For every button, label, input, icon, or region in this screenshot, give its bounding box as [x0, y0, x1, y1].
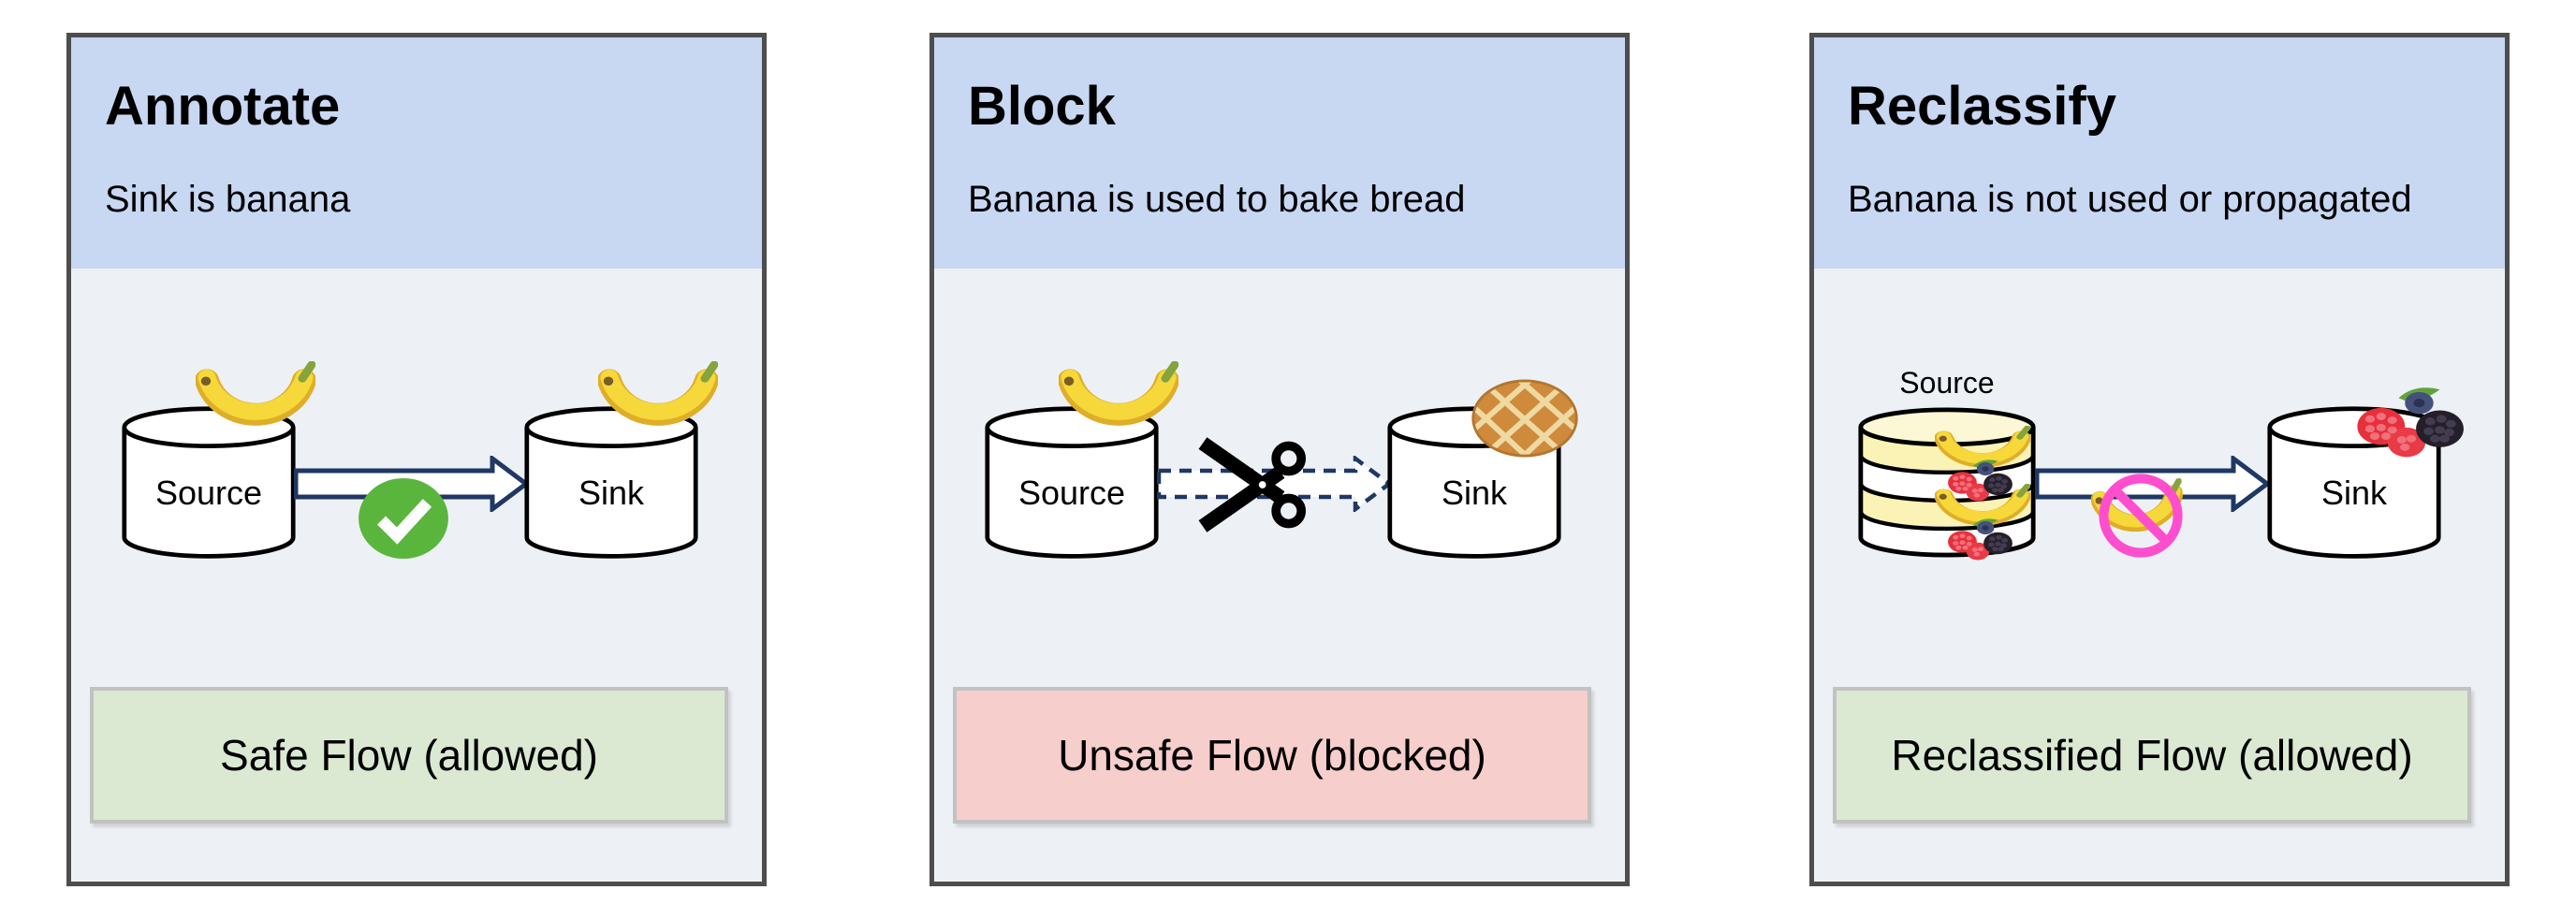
- sink-label: Sink: [1441, 474, 1508, 512]
- result-label: Unsafe Flow (blocked): [1058, 731, 1486, 780]
- panel-body: Source: [934, 269, 1625, 882]
- banana-icon: [598, 361, 718, 426]
- panel-title: Reclassify: [1848, 76, 2116, 137]
- check-icon: [359, 477, 448, 560]
- result-box: Unsafe Flow (blocked): [953, 687, 1591, 824]
- result-label: Reclassified Flow (allowed): [1891, 731, 2413, 780]
- panel-subtitle: Banana is used to bake bread: [968, 178, 1466, 220]
- card-block: Block Banana is used to bake bread Sourc…: [929, 33, 1630, 886]
- result-label: Safe Flow (allowed): [220, 731, 598, 780]
- card-annotate: Annotate Sink is banana Source: [66, 33, 767, 886]
- source-label: Source: [154, 474, 263, 512]
- berries-icon: [2357, 387, 2464, 458]
- source-label: Source: [1899, 366, 1995, 400]
- source-cylinder: Source: [983, 404, 1161, 562]
- no-banana-icon: [2099, 474, 2183, 558]
- sink-label: Sink: [2320, 474, 2388, 512]
- card-reclassify: Reclassify Banana is not used or propaga…: [1809, 33, 2510, 886]
- panel-title: Annotate: [105, 76, 341, 137]
- berries-icon: [1948, 460, 2012, 502]
- source-label: Source: [1017, 474, 1126, 512]
- scissors-icon: [1198, 437, 1307, 532]
- banana-icon: [196, 361, 315, 426]
- panel-subtitle: Banana is not used or propagated: [1848, 178, 2412, 220]
- panel-header: Block Banana is used to bake bread: [934, 37, 1625, 269]
- bread-icon: [1471, 379, 1578, 458]
- panel-title: Block: [968, 76, 1116, 137]
- panel-header: Annotate Sink is banana: [71, 37, 762, 269]
- panel-subtitle: Sink is banana: [105, 178, 351, 220]
- panel-body: Source: [1814, 269, 2505, 882]
- result-box: Safe Flow (allowed): [90, 687, 728, 824]
- berries-icon: [1948, 518, 2012, 561]
- banana-icon: [1059, 361, 1178, 426]
- result-box: Reclassified Flow (allowed): [1833, 687, 2471, 824]
- panel-body: Source Sink: [71, 269, 762, 882]
- banana-icon: [1935, 484, 2030, 526]
- database-cylinder-icon: [122, 406, 296, 559]
- banana-icon: [1935, 426, 2030, 468]
- sink-label: Sink: [578, 474, 645, 512]
- source-cylinder: Source: [120, 404, 298, 562]
- panel-header: Reclassify Banana is not used or propaga…: [1814, 37, 2505, 269]
- database-cylinder-icon: [985, 406, 1159, 559]
